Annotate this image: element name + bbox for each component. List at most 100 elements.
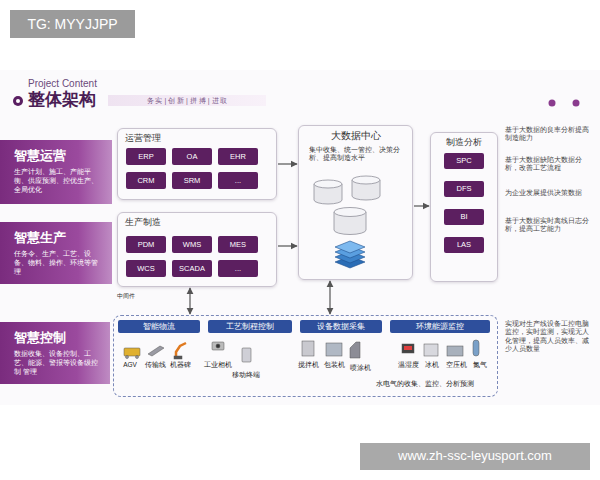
- item-label: 机器碑: [166, 361, 194, 369]
- chiller-icon: [424, 344, 438, 356]
- item-label: 包装机: [320, 361, 348, 369]
- connector-arrow: [278, 163, 297, 164]
- section-caption: Project Content: [28, 77, 148, 90]
- item-label: 传输线: [141, 361, 169, 369]
- page-ground: [0, 70, 600, 405]
- chip-text: WMS: [183, 240, 201, 249]
- band-title: 智慧生产: [14, 230, 104, 246]
- header-text: 工艺制程控制: [226, 322, 274, 331]
- middleware-label: 中间件: [117, 293, 157, 301]
- system-chip: ...: [218, 172, 258, 189]
- chip-text: SRM: [184, 176, 201, 185]
- header-text: 智能物流: [143, 322, 175, 331]
- item-label: 空压机: [442, 361, 470, 369]
- system-chip: SRM: [172, 172, 212, 189]
- system-chip: SPC: [444, 153, 484, 169]
- system-group: SPCDFSBILAS制造分析: [430, 132, 498, 282]
- system-chip: ...: [218, 260, 258, 277]
- band-title: 智慧控制: [14, 330, 102, 346]
- terminal-icon: [242, 348, 251, 362]
- item-label: 氮气: [466, 361, 494, 369]
- band-body: 任务令、生产、工艺、设备、物料、操作、环境等管理: [14, 250, 104, 276]
- system-chip: BI: [444, 209, 484, 225]
- page-title: 整体架构: [28, 89, 96, 111]
- category-header: 环境能源监控: [390, 320, 490, 333]
- connector-arrow: [189, 288, 190, 314]
- connector-arrow: [329, 281, 330, 314]
- system-chip: PDM: [126, 236, 166, 253]
- note: 实现对生产线设备工控电脑监控，实时监测，实现无人化管理，提高人员效率、减少人员数…: [505, 320, 595, 354]
- header-text: 设备数据采集: [317, 322, 365, 331]
- agv-wheel: [126, 356, 129, 359]
- camera-icon: [212, 342, 224, 350]
- deco-dot: [549, 100, 556, 107]
- deco-dot: [573, 100, 580, 107]
- system-chip: OA: [172, 148, 212, 165]
- system-chip: MES: [218, 236, 258, 253]
- note: 基于大数据缺陷大数据分析，改善工艺流程: [505, 156, 595, 173]
- side-band: 智慧控制数据收集、设备控制、工艺、能源、警报等设备级控制 管理: [0, 322, 110, 384]
- chip-text: WCS: [137, 264, 155, 273]
- chip-text: LAS: [457, 240, 471, 249]
- database-cylinders: [314, 176, 380, 235]
- note: 为企业发展提供决策数据: [505, 189, 595, 197]
- category-header: 工艺制程控制: [208, 320, 292, 333]
- watermark: TG: MYYJJPP: [10, 10, 135, 38]
- item-label: 温湿度: [394, 361, 422, 369]
- system-chip: LAS: [444, 237, 484, 253]
- side-band: 智慧运营生产计划、施工、产能平衡、供应预测、控优生产、全局优化: [0, 140, 112, 204]
- system-chip: EHR: [218, 148, 258, 165]
- chip-text: ...: [235, 176, 241, 185]
- agv-icon: [124, 348, 140, 356]
- chip-text: ...: [235, 264, 241, 273]
- chip-text: SPC: [456, 156, 471, 165]
- connector-arrow: [278, 245, 297, 246]
- chip-text: OA: [187, 152, 198, 161]
- agv-wheel: [136, 356, 139, 359]
- note: 基于大数据实时离线日志分析，提高工艺能力: [505, 217, 595, 234]
- system-chip: DFS: [444, 181, 484, 197]
- data-layer-stack: [335, 241, 365, 268]
- group-title: 运营管理: [118, 129, 276, 144]
- system-chip: WCS: [126, 260, 166, 277]
- camera-lens: [216, 344, 220, 348]
- item-label: 冰机: [418, 361, 446, 369]
- item-label: 工业相机: [203, 361, 233, 369]
- system-group: PDM WMS MES WCS SCADA... 生产制造: [117, 212, 277, 287]
- band-body: 数据收集、设备控制、工艺、能源、警报等设备级控制 管理: [14, 350, 102, 376]
- side-band: 智慧生产任务令、生产、工艺、设备、物料、操作、环境等管理: [0, 222, 112, 284]
- item-label: 喷涂机: [346, 364, 374, 372]
- connector-arrow: [414, 205, 429, 206]
- band-title: 智慧运营: [14, 148, 104, 164]
- packer-icon: [326, 343, 342, 356]
- system-chip: CRM: [126, 172, 166, 189]
- caption-note: 水电气的收集、监控、分析预测: [376, 379, 496, 388]
- cylinder-top: [352, 176, 380, 184]
- stack-layer: [335, 241, 365, 253]
- thermo-hygro-icon: [402, 344, 414, 353]
- data-center-box: 大数据中心集中收集、统一管控、决策分析、提高制造水平: [298, 125, 413, 280]
- chip-text: ERP: [138, 152, 153, 161]
- slogan-banner: 务 实 | 创 新 | 拼 搏 | 进 取: [108, 95, 266, 106]
- item-label: 移动终端: [230, 371, 262, 379]
- chip-text: DFS: [457, 184, 472, 193]
- robot-base: [174, 356, 182, 359]
- system-chip: ERP: [126, 148, 166, 165]
- chip-text: EHR: [230, 152, 246, 161]
- chip-text: SCADA: [179, 264, 205, 273]
- category-header: 智能物流: [118, 320, 200, 333]
- equipment-icons: [124, 340, 479, 362]
- item-label: AGV: [116, 361, 144, 369]
- watermark: www.zh-ssc-leyusport.com: [360, 443, 590, 470]
- chip-text: CRM: [137, 176, 154, 185]
- system-chip: SCADA: [172, 260, 212, 277]
- nitrogen-icon: [473, 340, 479, 356]
- cylinder-top: [334, 208, 366, 217]
- cylinder-top: [314, 180, 342, 188]
- group-body: 集中收集、统一管控、决策分析、提高制造水平: [299, 143, 412, 162]
- chip-text: BI: [460, 212, 467, 221]
- system-chip: WMS: [172, 236, 212, 253]
- group-title: 生产制造: [118, 213, 276, 228]
- system-group: ERP OA EHR CRM SRM... 运营管理: [117, 128, 277, 200]
